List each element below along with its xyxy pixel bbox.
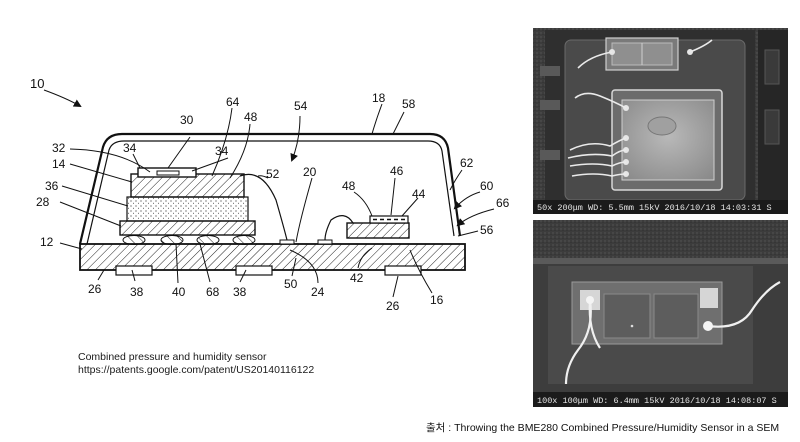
label-42: 42 bbox=[350, 271, 364, 285]
adhesive-layer bbox=[126, 196, 249, 222]
label-52: 52 bbox=[266, 167, 280, 181]
label-48-right: 48 bbox=[342, 179, 356, 193]
label-10: 10 bbox=[30, 76, 44, 91]
label-16: 16 bbox=[430, 293, 444, 307]
sem-top-data-bar: 50x 200μm WD: 5.5mm 15kV 2016/10/18 14:0… bbox=[537, 203, 772, 213]
asic-die bbox=[119, 220, 256, 236]
label-48-left: 48 bbox=[244, 110, 258, 124]
label-64: 64 bbox=[226, 95, 240, 109]
figure-caption-title: Combined pressure and humidity sensor bbox=[78, 351, 267, 363]
label-66: 66 bbox=[496, 196, 510, 210]
bottom-pad bbox=[235, 265, 273, 276]
cover-lid-inner bbox=[86, 140, 455, 245]
leader-lines bbox=[43, 89, 495, 298]
bottom-pad bbox=[115, 265, 153, 276]
label-20: 20 bbox=[303, 165, 317, 179]
sensor-cavity bbox=[156, 170, 180, 176]
label-32: 32 bbox=[52, 141, 66, 155]
label-34-left: 34 bbox=[123, 141, 137, 155]
label-38-right: 38 bbox=[233, 285, 247, 299]
label-46: 46 bbox=[390, 164, 404, 178]
label-44: 44 bbox=[412, 187, 426, 201]
solder-bumps bbox=[122, 235, 256, 245]
label-12: 12 bbox=[40, 235, 54, 249]
bond-wire bbox=[324, 215, 354, 241]
label-40: 40 bbox=[172, 285, 186, 299]
sem-image-bottom: 100x 100μm WD: 6.4mm 15kV 2016/10/18 14:… bbox=[533, 220, 788, 407]
bond-wire bbox=[239, 173, 288, 241]
label-30: 30 bbox=[180, 113, 194, 127]
source-credit: 출처 : Throwing the BME280 Combined Pressu… bbox=[426, 422, 780, 434]
label-26-left: 26 bbox=[88, 282, 102, 296]
label-56: 56 bbox=[480, 223, 494, 237]
sem-bottom-data-bar: 100x 100μm WD: 6.4mm 15kV 2016/10/18 14:… bbox=[537, 396, 777, 406]
label-38-left: 38 bbox=[130, 285, 144, 299]
label-26-right: 26 bbox=[386, 299, 400, 313]
figure-caption-url[interactable]: https://patents.google.com/patent/US2014… bbox=[78, 364, 315, 376]
label-14: 14 bbox=[52, 157, 66, 171]
bottom-pad bbox=[384, 265, 422, 276]
label-62: 62 bbox=[460, 156, 474, 170]
label-68: 68 bbox=[206, 285, 220, 299]
label-18: 18 bbox=[372, 91, 386, 105]
humidity-asic bbox=[346, 222, 410, 239]
patent-drawing: 10 12 14 16 18 20 24 26 26 28 30 32 34 3… bbox=[30, 76, 510, 313]
substrate-pad bbox=[317, 239, 333, 245]
label-36: 36 bbox=[45, 179, 59, 193]
label-60: 60 bbox=[480, 179, 494, 193]
label-50: 50 bbox=[284, 277, 298, 291]
label-54: 54 bbox=[294, 99, 308, 113]
label-58: 58 bbox=[402, 97, 416, 111]
substrate-pad bbox=[279, 239, 295, 245]
label-24: 24 bbox=[311, 285, 325, 299]
label-28: 28 bbox=[36, 195, 50, 209]
label-34-right: 34 bbox=[215, 144, 229, 158]
cover-lid bbox=[78, 132, 462, 245]
sem-image-top: 50x 200μm WD: 5.5mm 15kV 2016/10/18 14:0… bbox=[533, 28, 788, 214]
